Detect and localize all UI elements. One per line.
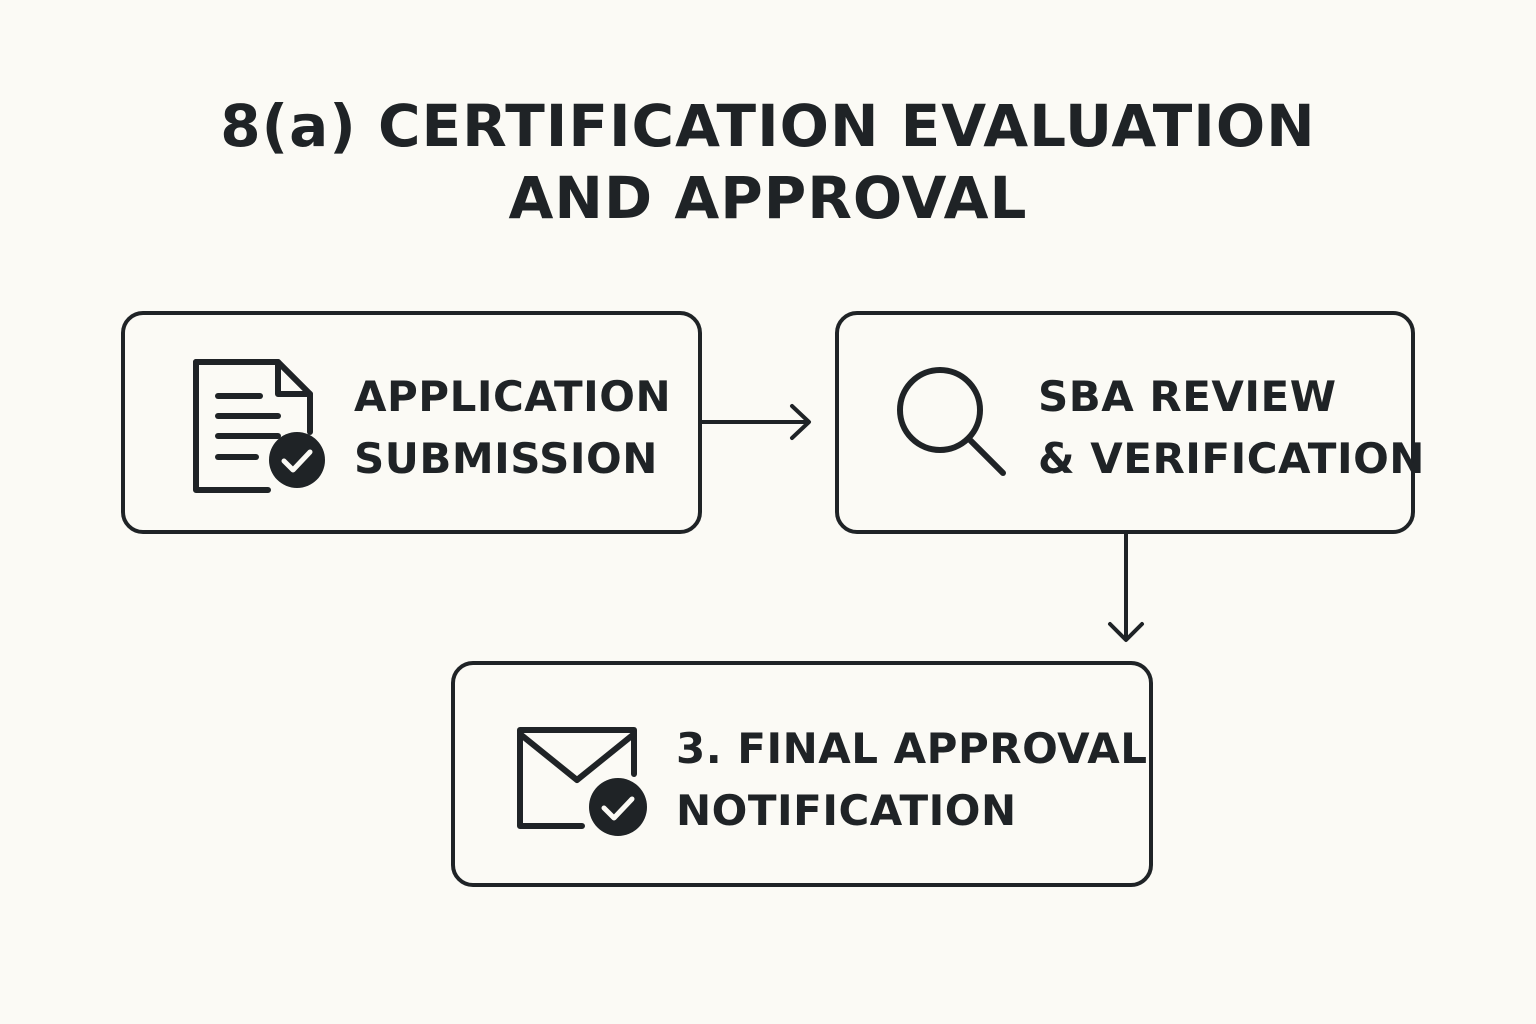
diagram-title: 8(a) CERTIFICATION EVALUATION AND APPROV… — [0, 90, 1536, 234]
magnifying-glass-icon — [897, 367, 1006, 476]
step-1-line-1: APPLICATION — [354, 372, 672, 421]
step-2-line-1: SBA REVIEW — [1038, 372, 1337, 421]
step-3-line-1: 3. FINAL APPROVAL — [676, 724, 1148, 773]
title-line-2: AND APPROVAL — [508, 164, 1028, 232]
step-2-label: SBA REVIEW & VERIFICATION — [1038, 366, 1425, 490]
document-check-icon — [193, 359, 325, 493]
step-1-label: APPLICATION SUBMISSION — [354, 366, 671, 490]
step-sba-review-verification — [835, 311, 1415, 534]
step-3-line-2: NOTIFICATION — [676, 786, 1017, 835]
step-final-approval-notification — [451, 661, 1153, 887]
envelope-check-icon — [517, 727, 647, 836]
step-2-line-2: & VERIFICATION — [1038, 434, 1425, 483]
step-application-submission — [121, 311, 702, 534]
step-3-label: 3. FINAL APPROVAL NOTIFICATION — [676, 718, 1148, 842]
arrow-right-connector — [700, 404, 811, 440]
title-line-1: 8(a) CERTIFICATION EVALUATION — [220, 92, 1316, 160]
arrow-down-connector — [1108, 532, 1144, 642]
step-1-line-2: SUBMISSION — [354, 434, 658, 483]
